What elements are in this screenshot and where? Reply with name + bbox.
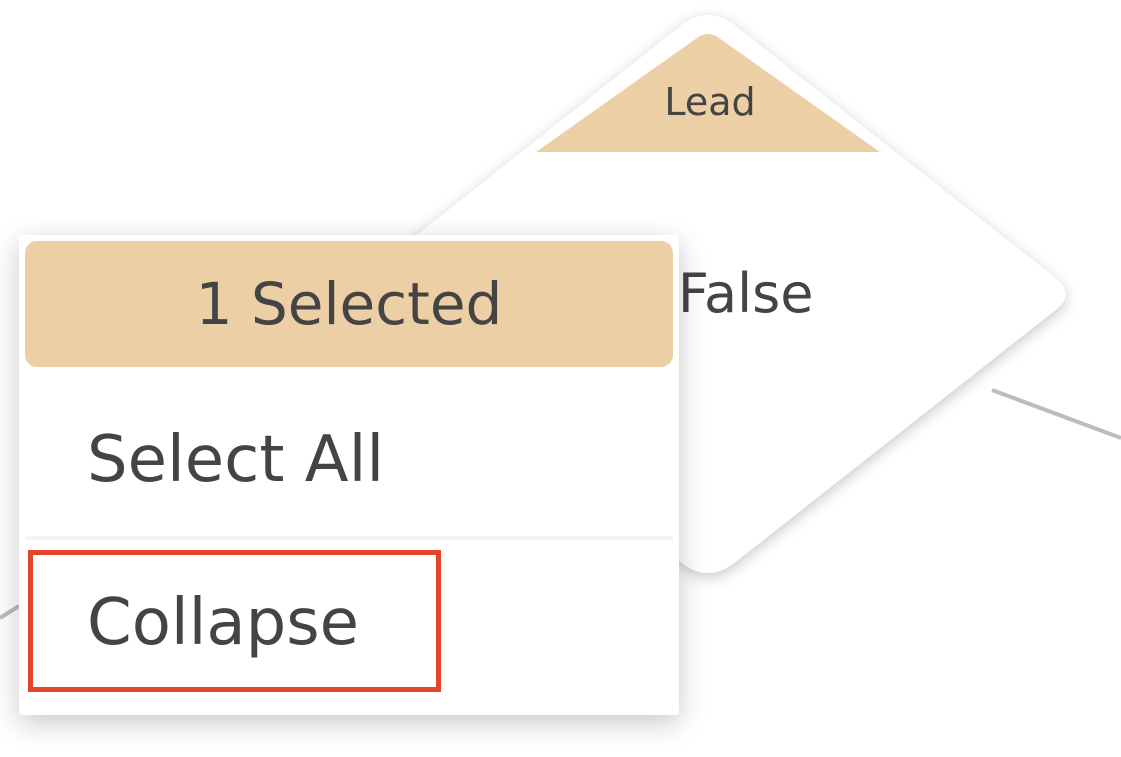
connector-line-left xyxy=(0,604,21,620)
collapse-label: Collapse xyxy=(87,586,359,660)
menu-divider xyxy=(25,536,673,540)
node-tag-band xyxy=(536,34,880,152)
collapse-menu-item[interactable]: Collapse xyxy=(25,553,673,693)
node-tag-label: Lead xyxy=(664,80,756,124)
connector-line-right xyxy=(991,388,1121,440)
select-all-menu-item[interactable]: Select All xyxy=(25,385,673,535)
selection-count-header: 1 Selected xyxy=(25,241,673,367)
context-menu: 1 Selected Select All Collapse xyxy=(19,235,679,715)
select-all-label: Select All xyxy=(87,423,385,497)
